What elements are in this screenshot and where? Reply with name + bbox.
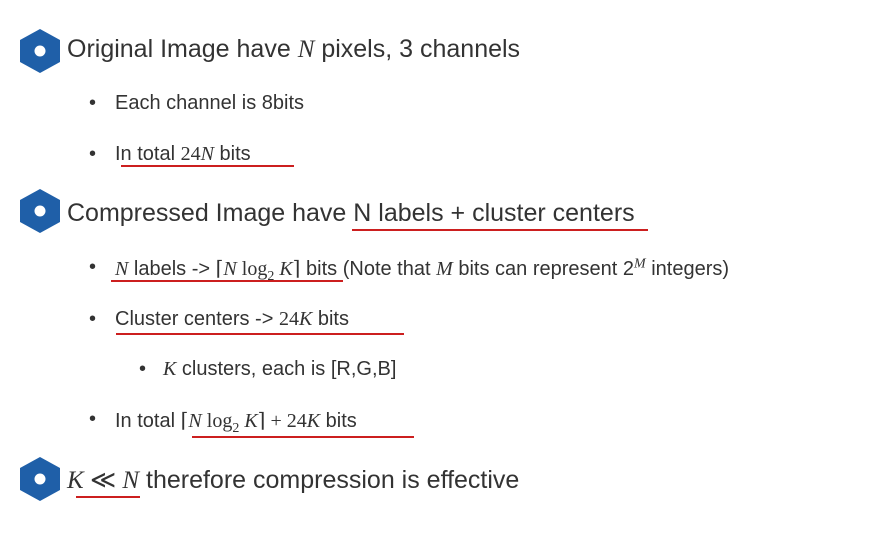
text: labels -> bbox=[128, 258, 216, 280]
math-var: K bbox=[239, 410, 258, 432]
red-underline bbox=[111, 280, 343, 282]
text: bits bbox=[312, 308, 349, 330]
hexagon-bullet-icon bbox=[18, 27, 62, 75]
text: therefore compression is effective bbox=[139, 466, 520, 494]
math-var: K bbox=[274, 258, 293, 280]
hexagon-bullet-icon bbox=[18, 455, 62, 503]
item-each-channel: Each channel is 8bits bbox=[115, 92, 304, 115]
red-underline bbox=[121, 165, 294, 167]
item-n-labels: N labels -> ⌈N log2 K⌉ bits (Note that M… bbox=[115, 256, 729, 285]
text: In total bbox=[115, 410, 181, 432]
math-op: ≪ bbox=[83, 467, 123, 494]
bullet: • bbox=[139, 358, 147, 380]
math-var: M bbox=[436, 258, 453, 280]
math-var: K bbox=[67, 467, 84, 494]
math-var: N bbox=[297, 36, 315, 63]
text: bits can represent 2 bbox=[452, 258, 634, 280]
math-var: K bbox=[298, 308, 313, 330]
red-underline bbox=[192, 436, 414, 438]
text: pixels, 3 channels bbox=[314, 35, 521, 63]
math-var: N bbox=[223, 258, 237, 280]
math-sub: 2 bbox=[232, 421, 240, 436]
math-num: 24 bbox=[278, 308, 299, 330]
bullet: • bbox=[89, 256, 97, 278]
text: Original Image have bbox=[67, 35, 298, 63]
math-var: K bbox=[306, 410, 321, 432]
item-total-24n: In total 24N bits bbox=[115, 143, 251, 166]
hexagon-bullet-icon bbox=[18, 187, 62, 235]
math-var: N bbox=[122, 467, 140, 494]
text: bits bbox=[320, 410, 357, 432]
math-ceil-right: ⌉ bbox=[257, 410, 266, 432]
text: integers) bbox=[645, 258, 730, 280]
item-in-total: In total ⌈N log2 K⌉ + 24K bits bbox=[115, 408, 357, 437]
bullet: • bbox=[89, 308, 97, 330]
math-sub: 2 bbox=[267, 269, 275, 284]
text: Cluster centers -> bbox=[115, 308, 279, 330]
red-underline bbox=[352, 229, 648, 231]
math-log: log bbox=[201, 410, 233, 432]
math-log: log bbox=[236, 258, 268, 280]
heading-compressed-image: Compressed Image have N labels + cluster… bbox=[67, 199, 635, 228]
math-plus: + 24 bbox=[265, 410, 307, 432]
math-num: 24 bbox=[180, 143, 201, 165]
math-var: K bbox=[163, 358, 177, 380]
text: Compressed Image have bbox=[67, 199, 354, 227]
text: N labels + cluster centers bbox=[353, 199, 635, 227]
text: In total bbox=[115, 143, 181, 165]
heading-original-image: Original Image have N pixels, 3 channels bbox=[67, 35, 520, 64]
math-sup: M bbox=[634, 256, 646, 272]
text: bits bbox=[213, 143, 251, 165]
math-ceil-left: ⌈ bbox=[215, 258, 224, 280]
math-var: N bbox=[188, 410, 202, 432]
red-underline bbox=[116, 333, 404, 335]
math-var: N bbox=[200, 143, 214, 165]
red-underline bbox=[76, 496, 140, 498]
bullet: • bbox=[89, 92, 97, 114]
text: Each channel is 8bits bbox=[115, 92, 305, 114]
text: bits (Note that bbox=[300, 258, 437, 280]
bullet: • bbox=[89, 408, 97, 430]
math-var: N bbox=[115, 258, 129, 280]
text: clusters, each is [R,G,B] bbox=[176, 358, 397, 380]
bullet: • bbox=[89, 143, 97, 165]
math-ceil-right: ⌉ bbox=[292, 258, 301, 280]
item-cluster-centers: Cluster centers -> 24K bits bbox=[115, 308, 349, 331]
math-ceil-left: ⌈ bbox=[180, 410, 189, 432]
item-k-clusters: K clusters, each is [R,G,B] bbox=[163, 358, 396, 381]
heading-k-much-less-n: K ≪ N therefore compression is effective bbox=[67, 465, 519, 495]
